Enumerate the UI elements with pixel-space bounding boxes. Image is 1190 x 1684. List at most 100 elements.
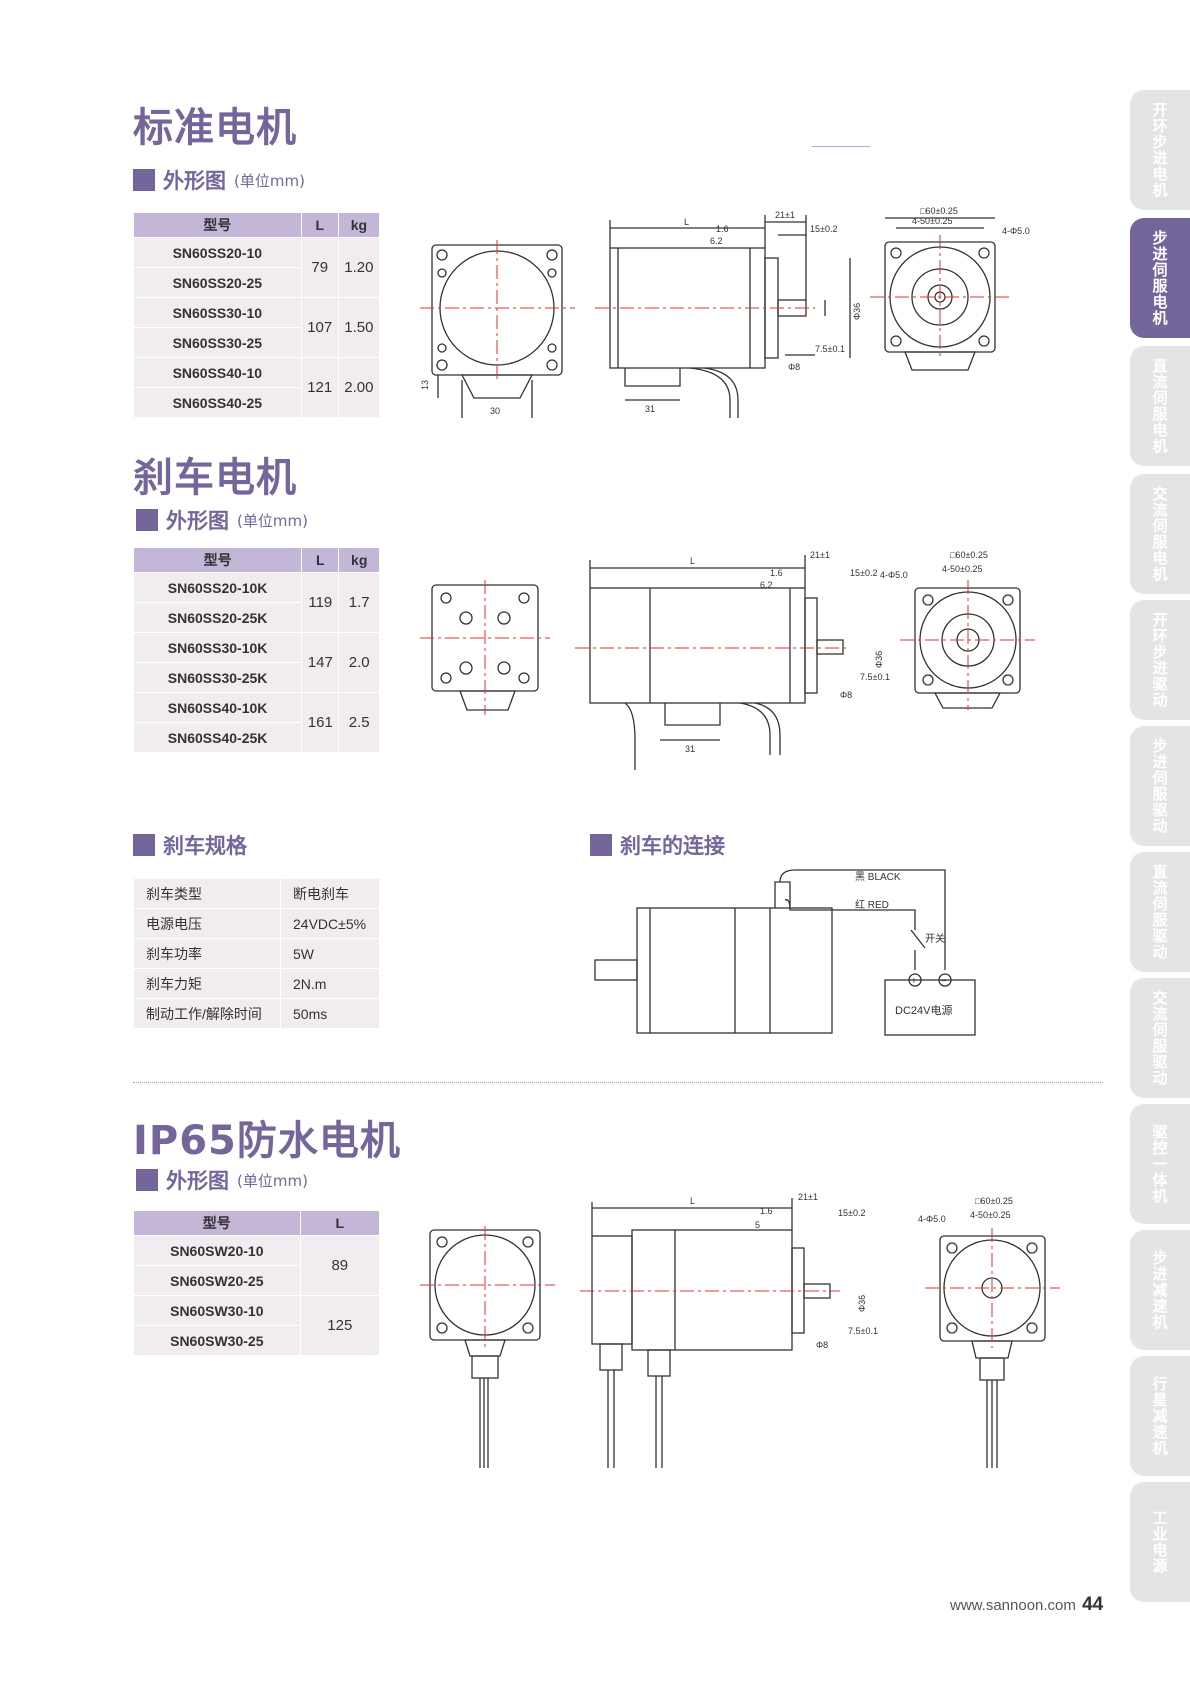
dim-5: 5 [755,1220,760,1230]
table-cell-L: 125 [299,1295,381,1356]
page-number: 44 [1082,1594,1104,1615]
spec-key: 刹车力矩 [133,968,281,999]
table-cell-L: 147 [301,632,340,693]
tab-dc-servo[interactable]: 直流伺服电机 [1130,346,1190,466]
table-cell-model: SN60SW30-25 [133,1325,301,1356]
table-cell-kg: 2.0 [338,632,380,693]
dim-16: 1.6 [716,224,729,234]
table-cell-L: 119 [301,572,340,633]
dim-L: L [684,217,689,227]
col-kg: kg [338,547,380,573]
brake-motor-drawing: L 21±1 1.6 6.2 15±0.2 7.5±0.1 Φ8 Φ36 □60… [420,550,1035,770]
subtitle-marker [133,834,155,856]
table-cell-L: 89 [299,1235,381,1296]
dim-phi36: Φ36 [852,303,862,320]
dim-75: 7.5±0.1 [848,1326,878,1336]
dim-30: 30 [490,406,500,416]
table-cell-model: SN60SW20-25 [133,1265,301,1296]
label-red: 红 RED [855,898,889,911]
tab-stepper-servo-driver[interactable]: 步进伺服驱动 [1130,726,1190,846]
dim-21: 21±1 [810,550,830,560]
spec-value: 5W [280,938,380,969]
dim-phi36: Φ36 [857,1295,867,1312]
dim-75: 7.5±0.1 [860,672,890,682]
dim-sq60: □60±0.25 [920,206,958,216]
section-title-standard: 标准电机 [133,105,297,151]
col-L: L [299,1210,381,1236]
spec-key: 制动工作/解除时间 [133,998,281,1029]
dim-15: 15±0.2 [850,568,877,578]
subtitle-marker [136,509,158,531]
section-title-brake: 刹车电机 [133,455,297,501]
dim-L: L [690,556,695,566]
subtitle-text: 外形图 [166,509,229,533]
tab-dc-servo-driver[interactable]: 直流伺服驱动 [1130,852,1190,972]
dim-sq50: 4-50±0.25 [942,564,982,574]
table-cell-model: SN60SS30-10 [133,297,302,328]
dim-62: 6.2 [710,236,723,246]
subtitle-text: 外形图 [166,1169,229,1193]
tab-open-loop-stepper[interactable]: 开环步进电机 [1130,90,1190,210]
subtitle-text: 刹车的连接 [620,834,725,858]
table-cell-model: SN60SW30-10 [133,1295,301,1326]
dim-holes: 4-Φ5.0 [1002,226,1030,236]
dim-sq60: □60±0.25 [950,550,988,560]
subtitle-marker [133,169,155,191]
table-cell-model: SN60SS20-10K [132,572,303,603]
tab-ac-servo-driver[interactable]: 交流伺服驱动 [1130,978,1190,1098]
tab-open-loop-driver[interactable]: 开环步进驱动 [1130,600,1190,720]
table-cell-model: SN60SS20-25 [133,267,302,298]
section-divider [133,1082,1103,1083]
label-plus: + [911,976,917,987]
col-L: L [300,212,339,238]
dim-21: 21±1 [798,1192,818,1202]
spec-value: 2N.m [280,968,380,999]
subtitle-text: 外形图 [163,169,226,193]
table-cell-kg: 1.20 [337,237,381,298]
table-cell-model: SN60SS40-25 [133,387,302,418]
footer-url[interactable]: www.sannoon.com [950,1597,1076,1614]
unit-text: (单位mm) [234,171,305,190]
label-minus: − [941,976,947,987]
decorative-line [812,146,870,147]
dim-15: 15±0.2 [838,1208,865,1218]
standard-motor-drawing: L 21±1 1.6 6.2 15±0.2 7.5±0.1 Φ8 Φ36 □60… [420,206,1030,418]
dim-phi8: Φ8 [788,362,800,372]
dim-31: 31 [645,404,655,414]
spec-value: 24VDC±5% [280,908,380,939]
unit-text: (单位mm) [237,1171,308,1190]
label-supply: DC24V电源 [895,1003,952,1017]
tab-stepper-gearbox[interactable]: 步进减速机 [1130,1230,1190,1350]
dim-62: 6.2 [760,580,773,590]
table-cell-model: SN60SS40-25K [132,722,303,753]
table-cell-model: SN60SS20-25K [132,602,303,633]
table-cell-L: 121 [300,357,339,418]
tab-planetary-gearbox[interactable]: 行星减速机 [1130,1356,1190,1476]
label-black: 黑 BLACK [855,871,901,883]
table-cell-L: 161 [301,692,340,753]
tab-ac-servo[interactable]: 交流伺服电机 [1130,474,1190,594]
dim-31: 31 [685,744,695,754]
brake-wiring-diagram: 黑 BLACK 红 RED 开关 DC24V电源 + − [594,869,976,1036]
spec-key: 刹车功率 [133,938,281,969]
table-cell-kg: 2.5 [338,692,380,753]
tab-drive-control[interactable]: 驱控一体机 [1130,1104,1190,1224]
tab-power-supply[interactable]: 工业电源 [1130,1482,1190,1602]
table-cell-model: SN60SS20-10 [133,237,302,268]
subtitle-outline: 外形图 (单位mm) [136,1165,308,1195]
col-model: 型号 [133,1210,301,1236]
table-cell-L: 107 [300,297,339,358]
subtitle-brake-spec: 刹车规格 [133,830,247,860]
tab-stepper-servo[interactable]: 步进伺服电机 [1130,218,1190,338]
dim-16: 1.6 [760,1206,773,1216]
ip65-motor-drawing: L 21±1 1.6 5 15±0.2 7.5±0.1 Φ8 Φ36 □60±0… [420,1192,1060,1468]
subtitle-outline: 外形图 (单位mm) [133,165,305,195]
spec-key: 电源电压 [133,908,281,939]
dim-sq50: 4-50±0.25 [912,216,952,226]
dim-15: 15±0.2 [810,224,837,234]
table-cell-kg: 2.00 [337,357,381,418]
subtitle-marker [590,834,612,856]
table-cell-model: SN60SS30-25K [132,662,303,693]
